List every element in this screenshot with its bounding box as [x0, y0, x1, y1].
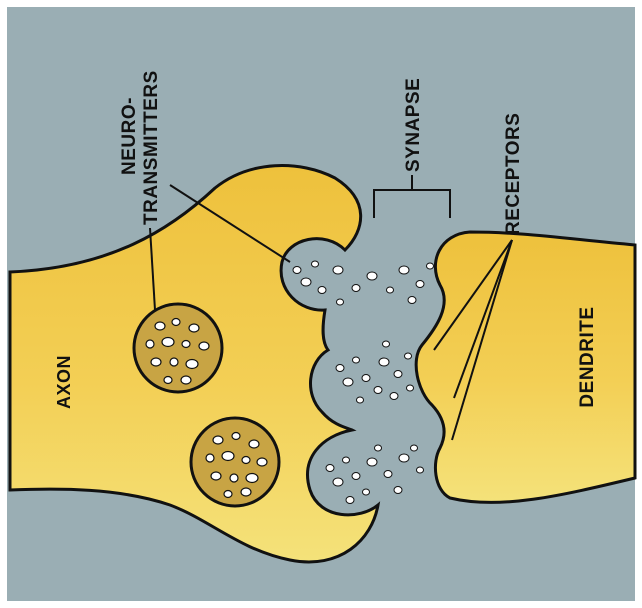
label-axon: AXON [54, 355, 74, 409]
label-neurotransmitters-line1: NEURO- [119, 97, 140, 175]
vesicle-2 [191, 418, 279, 506]
dendrite [416, 232, 635, 502]
vesicle-1 [134, 304, 222, 392]
label-receptors: RECEPTORS [503, 113, 524, 235]
label-dendrite: DENDRITE [577, 306, 598, 407]
label-neurotransmitters-line2: TRANSMITTERS [141, 70, 162, 225]
label-synapse: SYNAPSE [403, 78, 424, 172]
